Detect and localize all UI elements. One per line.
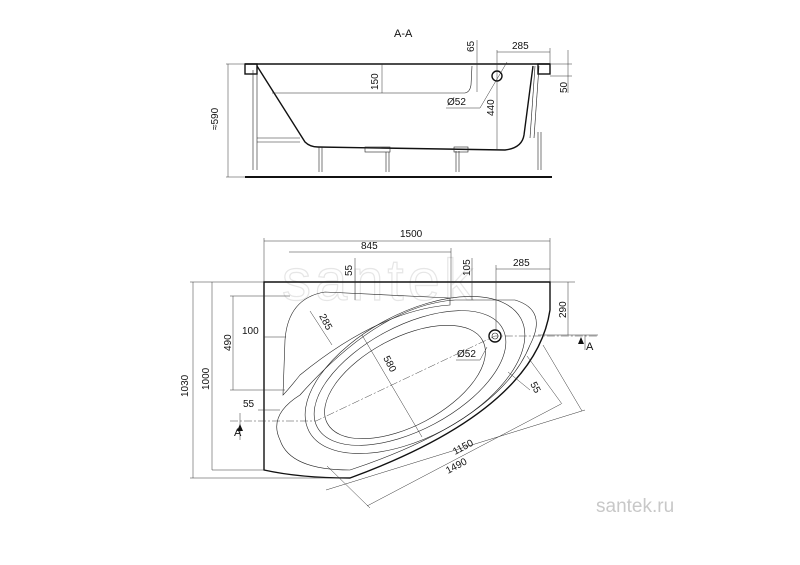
dim-corner-x: 285: [513, 258, 530, 269]
site-watermark: santek.ru: [596, 496, 674, 517]
dim-height: 1000: [201, 367, 212, 390]
watermark-logo: santek: [282, 248, 477, 313]
shelf: [282, 291, 451, 396]
dim-outer-length: 1490: [444, 456, 469, 476]
bowl-inner: [324, 324, 486, 440]
dim-inner-width: 580: [380, 354, 398, 374]
dim-side-margin: 100: [242, 326, 259, 337]
bowl-mid: [313, 310, 507, 446]
dim-drain-depth: 440: [486, 99, 497, 116]
dim-total-height: ≈590: [210, 107, 221, 130]
dim-shelf-width: 55: [344, 264, 355, 276]
dim-shelf-height: 490: [223, 334, 234, 351]
dim-notch: 105: [462, 259, 473, 276]
arrow-up-icon: [578, 337, 584, 344]
tub-profile: [256, 65, 534, 151]
dim-shelf-radius: 285: [316, 312, 334, 332]
dim-height-total: 1030: [180, 374, 191, 397]
dim-inner-length: 1150: [451, 438, 476, 458]
dim-step-depth: 150: [370, 73, 381, 90]
section-view: A-A ≈590 150 65 285: [210, 28, 572, 178]
section-mark-left: A: [234, 427, 242, 439]
right-rim: [537, 63, 551, 75]
dim-shelf-length: 845: [361, 241, 378, 252]
section-mark-right: A: [586, 341, 594, 353]
dim-corner-y: 290: [558, 301, 569, 318]
dim-left-rim: 55: [243, 399, 255, 410]
plan-view: 1500 845 55 105 285 290 100 490 285 580 …: [180, 229, 598, 509]
dim-rim-offset: 65: [466, 40, 477, 52]
dim-rim-height: 50: [559, 81, 570, 93]
bowl-outer: [304, 296, 526, 454]
legs: [318, 146, 469, 172]
dim-rim-width: 55: [527, 380, 542, 395]
tub-step: [272, 65, 473, 94]
dim-drain-diameter: Ø52: [447, 97, 466, 108]
left-rim: [244, 63, 258, 75]
rim-line: [276, 299, 537, 471]
dim-width: 1500: [400, 229, 423, 240]
dim-drain-diameter-plan: Ø52: [457, 349, 476, 360]
tub-outline: [263, 281, 551, 479]
arrow-up-icon: [237, 424, 243, 431]
section-title: A-A: [394, 28, 413, 40]
dim-drain-from-end: 285: [512, 41, 529, 52]
